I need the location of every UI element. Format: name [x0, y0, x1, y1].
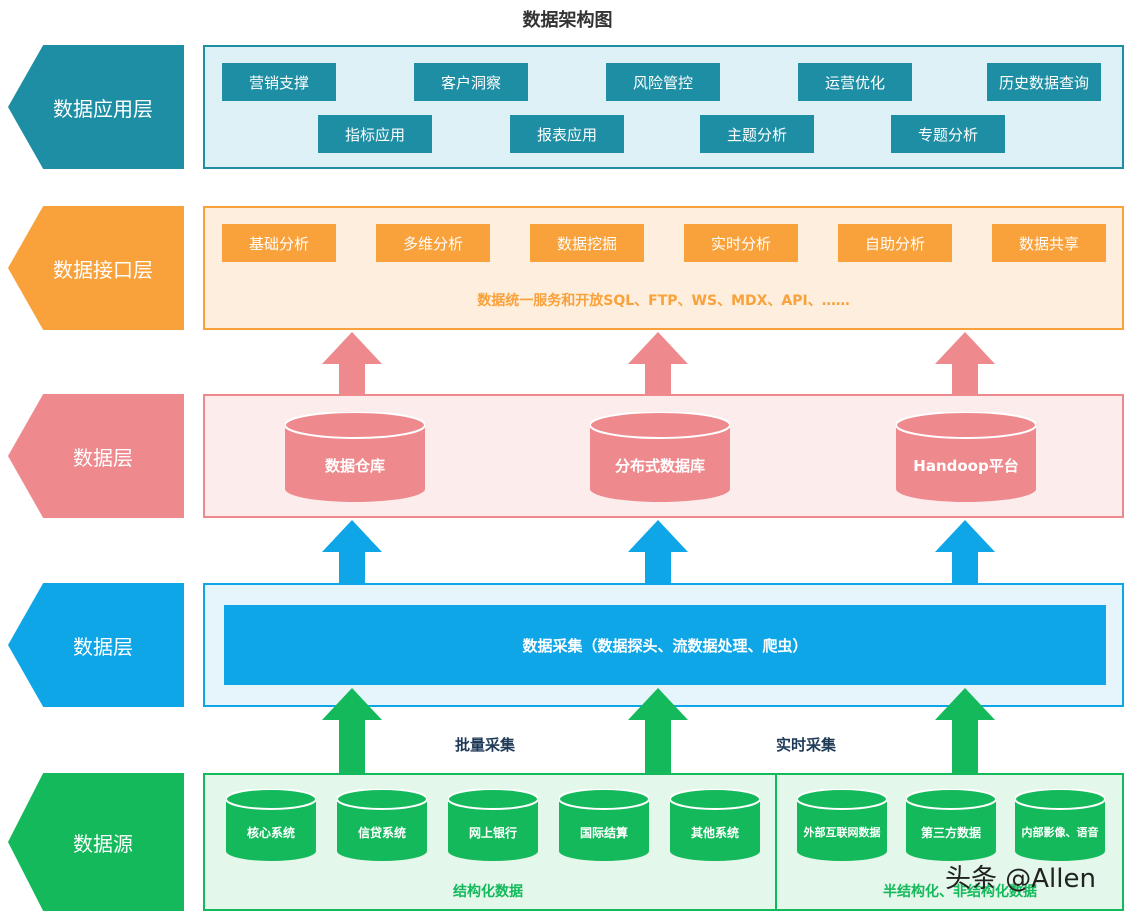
layer-label-collect: 数据层	[8, 583, 184, 707]
database-cylinder-icon	[670, 789, 760, 861]
up-arrow-icon	[322, 520, 382, 606]
up-arrow-icon	[935, 688, 995, 774]
app-item: 历史数据查询	[987, 63, 1101, 101]
layer-label-source: 数据源	[8, 773, 184, 911]
interface-item: 实时分析	[684, 224, 798, 262]
batch-collect-label: 批量采集	[454, 736, 515, 754]
interface-note: 数据统一服务和开放SQL、FTP、WS、MDX、API、……	[477, 293, 850, 309]
database-cylinder-icon	[590, 412, 730, 502]
source-system-label: 网上银行	[468, 825, 517, 840]
up-arrow-icon	[935, 520, 995, 606]
semi-structured-data-label: 半结构化、非结构化数据	[883, 884, 1037, 900]
up-arrow-icon	[628, 332, 688, 414]
source-system-label: 内部影像、语音	[1021, 826, 1099, 839]
app-item: 指标应用	[318, 115, 432, 153]
database-cylinder-icon	[797, 789, 887, 861]
data-store-label: Handoop平台	[913, 456, 1019, 475]
source-system-label: 国际结算	[579, 825, 628, 840]
interface-item: 多维分析	[376, 224, 490, 262]
layer-label-data: 数据层	[8, 394, 184, 518]
database-cylinder-icon	[285, 412, 425, 502]
up-arrow-icon	[322, 332, 382, 414]
data-store-label: 分布式数据库	[614, 456, 705, 475]
data-store-label: 数据仓库	[324, 456, 385, 475]
app-item: 专题分析	[891, 115, 1005, 153]
up-arrow-icon	[628, 688, 688, 774]
database-cylinder-icon	[226, 789, 316, 861]
database-cylinder-icon	[1015, 789, 1105, 861]
watermark: 头条 @Allen	[945, 864, 1096, 894]
up-arrow-icon	[935, 332, 995, 414]
data-collection-bar: 数据采集（数据探头、流数据处理、爬虫）	[224, 605, 1106, 685]
interface-item: 数据共享	[992, 224, 1106, 262]
diagram-title: 数据架构图	[522, 10, 613, 31]
app-item: 运营优化	[798, 63, 912, 101]
layer-label-app: 数据应用层	[8, 45, 184, 169]
source-divider	[775, 773, 777, 911]
source-system-label: 其他系统	[690, 825, 739, 840]
up-arrow-icon	[628, 520, 688, 606]
up-arrow-icon	[322, 688, 382, 774]
app-item: 主题分析	[700, 115, 814, 153]
app-item: 风险管控	[606, 63, 720, 101]
interface-layer-panel	[203, 206, 1124, 330]
source-system-label: 第三方数据	[920, 825, 981, 840]
database-cylinder-icon	[448, 789, 538, 861]
database-cylinder-icon	[896, 412, 1036, 502]
app-item: 客户洞察	[414, 63, 528, 101]
source-system-label: 信贷系统	[357, 825, 406, 840]
structured-data-label: 结构化数据	[453, 884, 523, 900]
interface-item: 基础分析	[222, 224, 336, 262]
database-cylinder-icon	[559, 789, 649, 861]
layer-label-interface: 数据接口层	[8, 206, 184, 330]
app-item: 报表应用	[510, 115, 624, 153]
realtime-collect-label: 实时采集	[775, 736, 836, 754]
database-cylinder-icon	[906, 789, 996, 861]
database-cylinder-icon	[337, 789, 427, 861]
interface-item: 数据挖掘	[530, 224, 644, 262]
interface-item: 自助分析	[838, 224, 952, 262]
source-system-label: 外部互联网数据	[803, 826, 881, 839]
source-system-label: 核心系统	[246, 825, 295, 840]
app-item: 营销支撑	[222, 63, 336, 101]
